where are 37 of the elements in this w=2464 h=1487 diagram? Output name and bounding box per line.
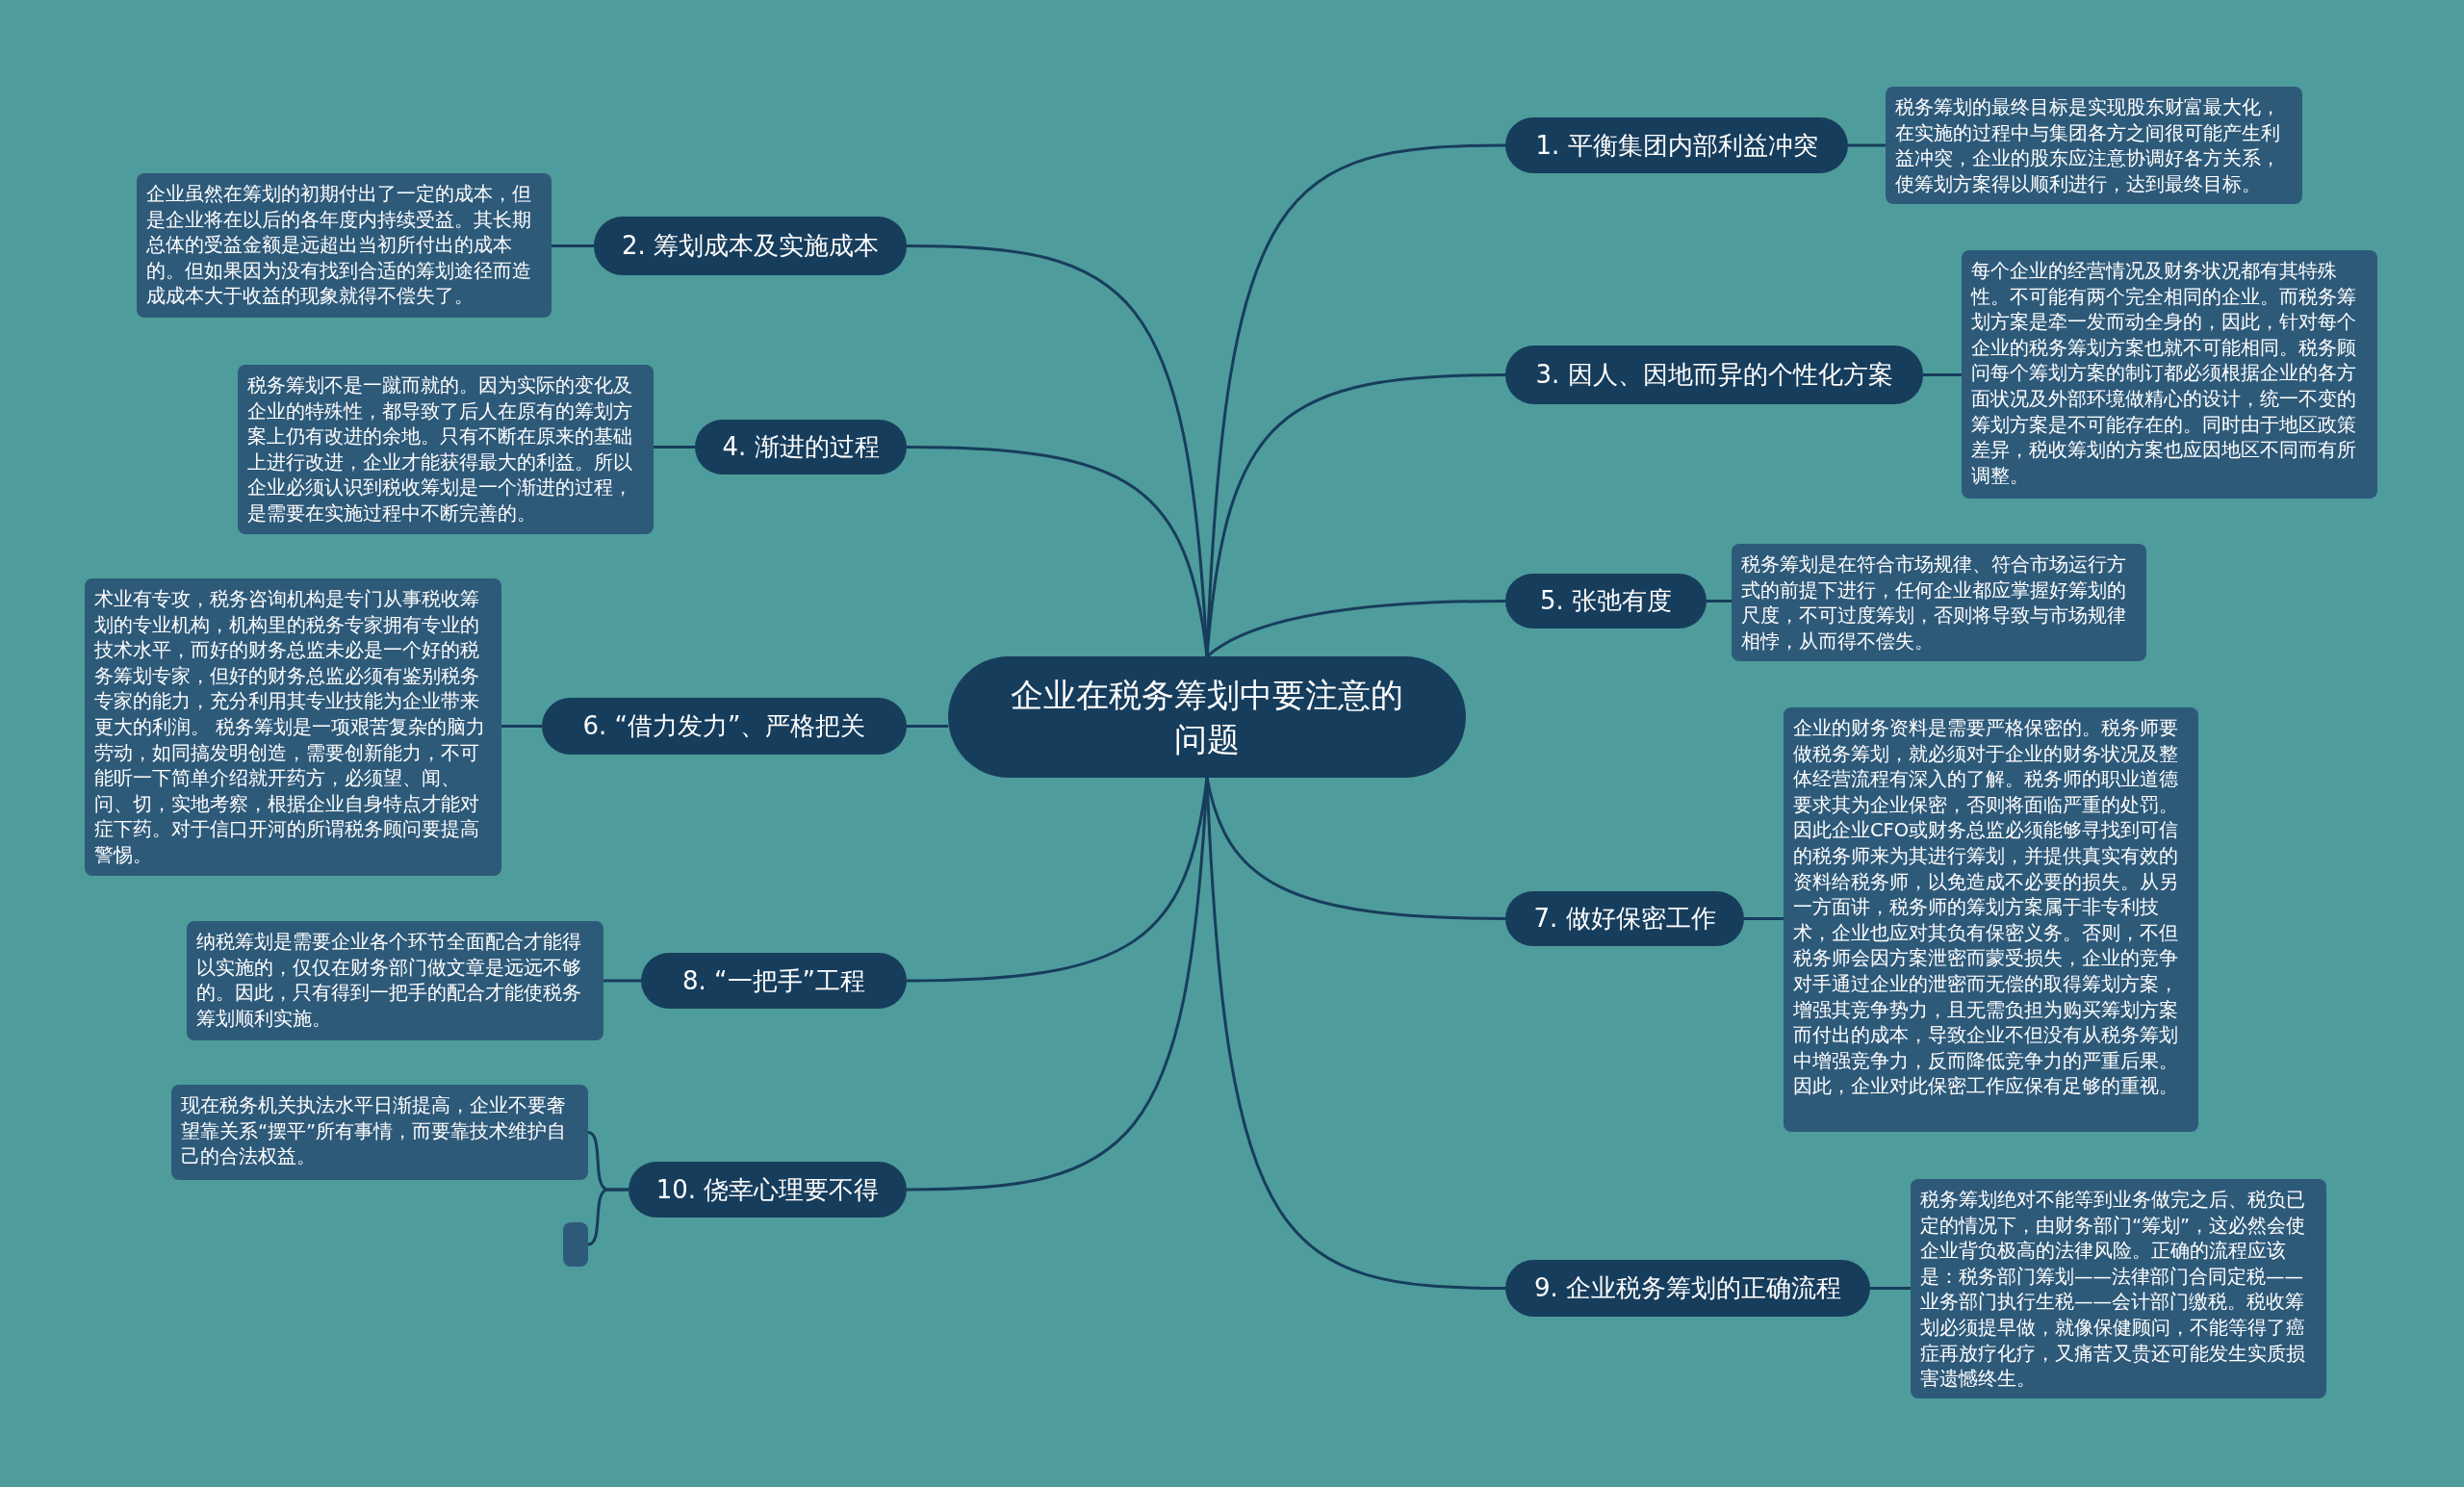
connector: [501, 725, 542, 728]
topic-box: 5. 张弛有度: [1505, 574, 1707, 628]
note-box: 术业有专攻，税务咨询机构是专门从事税收筹划的专业机构，机构里的税务专家拥有专业的技术水平，而好的财务总监未必是一个好的税务筹划专家，但好的财务总监必须有鉴别税务专家的能力，充分利用其专业技能为企业带来更大的利润。 税务筹划是一项艰苦复杂的脑力劳动，如同搞发明创造，需要创新能力，不可能听一下简单介绍就开药方，必须望、闻、问、切，实地考察，根据企业自身特点才能对症下药。对于信口开河的所谓税务顾问要提高警惕。: [85, 578, 501, 876]
topic-box: 6. “借力发力”、严格把关: [542, 698, 907, 755]
topic-box: 9. 企业税务筹划的正确流程: [1505, 1260, 1870, 1317]
connector: [1206, 600, 1506, 658]
connector: [906, 446, 1209, 657]
note-box: 企业虽然在筹划的初期付出了一定的成本，但是企业将在以后的各年度内持续受益。其长期总体的受益金额是远超出当初所付出的成本的。但如果因为没有找到合适的筹划途径而造成成本大于收益的现象就得不偿失了。: [137, 173, 552, 318]
note-box: 每个企业的经营情况及财务状况都有其特殊性。不可能有两个完全相同的企业。而税务筹划方案是牵一发而动全身的，因此，针对每个企业的税务筹划方案也就不可能相同。税务顾问每个筹划方案的制订都必须根据企业的各方面状况及外部环境做精心的设计，统一不变的筹划方案是不可能存在的。同时由于地区政策差异，税收筹划的方案也应因地区不同而有所调整。: [1962, 250, 2377, 499]
connector: [1923, 373, 1962, 376]
connector: [1205, 777, 1506, 1290]
connector: [654, 446, 695, 449]
topic-box: 7. 做好保密工作: [1505, 891, 1744, 946]
note-box: 纳税筹划是需要企业各个环节全面配合才能得以实施的，仅仅在财务部门做文章是远远不够的。因此，只有得到一把手的配合才能使税务筹划顺利实施。: [187, 921, 603, 1040]
connector: [907, 725, 948, 728]
connector: [1744, 917, 1784, 920]
connector: [1707, 600, 1732, 602]
note-box: 税务筹划是在符合市场规律、符合市场运行方式的前提下进行，任何企业都应掌握好筹划的尺度，不可过度筹划，否则将导致与市场规律相悖，从而得不偿失。: [1732, 544, 2146, 661]
connector: [603, 979, 641, 983]
connector: [1848, 143, 1886, 147]
note-box: 现在税务机关执法水平日渐提高，企业不要奢望靠关系“摆平”所有事情，而要靠技术维护自己的合法权益。: [171, 1085, 588, 1180]
connector: [1870, 1287, 1911, 1290]
topic-box: 4. 渐进的过程: [695, 420, 907, 474]
topic-box: 8. “一把手”工程: [641, 953, 907, 1009]
topic-box: 3. 因人、因地而异的个性化方案: [1505, 346, 1923, 404]
connector: [587, 1188, 629, 1246]
empty-box: [563, 1222, 588, 1267]
note-box: 税务筹划的最终目标是实现股东财富最大化，在实施的过程中与集团各方之间很可能产生利益冲突，企业的股东应注意协调好各方关系，使筹划方案得以顺利进行，达到最终目标。: [1886, 87, 2302, 204]
topic-box: 10. 侥幸心理要不得: [629, 1162, 907, 1218]
central-topic: 企业在税务筹划中要注意的问题: [948, 656, 1466, 778]
note-box: 企业的财务资料是需要严格保密的。税务师要做税务筹划，就必须对于企业的财务状况及整体经营流程有深入的了解。税务师的职业道德要求其为企业保密，否则将面临严重的处罚。因此企业CFO或财务总监必须能够寻找到可信的税务师来为其进行筹划，并提供真实有效的资料给税务师，以免造成不必要的损失。从另一方面讲，税务师的筹划方案属于非专利技术，企业也应对其负有保密义务。否则，不但税务师会因方案泄密而蒙受损失，企业的竞争对手通过企业的泄密而无偿的取得筹划方案，增强其竞争势力，且无需负担为购买筹划方案而付出的成本，导致企业不但没有从税务筹划中增强竞争力，反而降低竞争力的严重后果。因此，企业对此保密工作应保有足够的重视。: [1784, 707, 2198, 1132]
topic-box: 1. 平衡集团内部利益冲突: [1505, 117, 1848, 173]
connector: [906, 777, 1209, 1192]
note-box: 税务筹划绝对不能等到业务做完之后、税负已定的情况下，由财务部门“筹划”，这必然会使企业背负极高的法律风险。正确的流程应该是：税务部门筹划——法律部门合同定税——业务部门执行生税——会计部门缴税。税收筹划必须提早做，就像保健顾问，不能等得了癌症再放疗化疗，又痛苦又贵还可能发生实质损害遗憾终生。: [1911, 1179, 2326, 1398]
note-box: 税务筹划不是一蹴而就的。因为实际的变化及企业的特殊性，都导致了后人在原有的筹划方案上仍有改进的余地。只有不断在原来的基础上进行改进，企业才能获得最大的利益。所以企业必须认识到税收筹划是一个渐进的过程，是需要在实施过程中不断完善的。: [238, 365, 654, 534]
topic-box: 2. 筹划成本及实施成本: [594, 217, 907, 275]
connector: [552, 244, 594, 247]
